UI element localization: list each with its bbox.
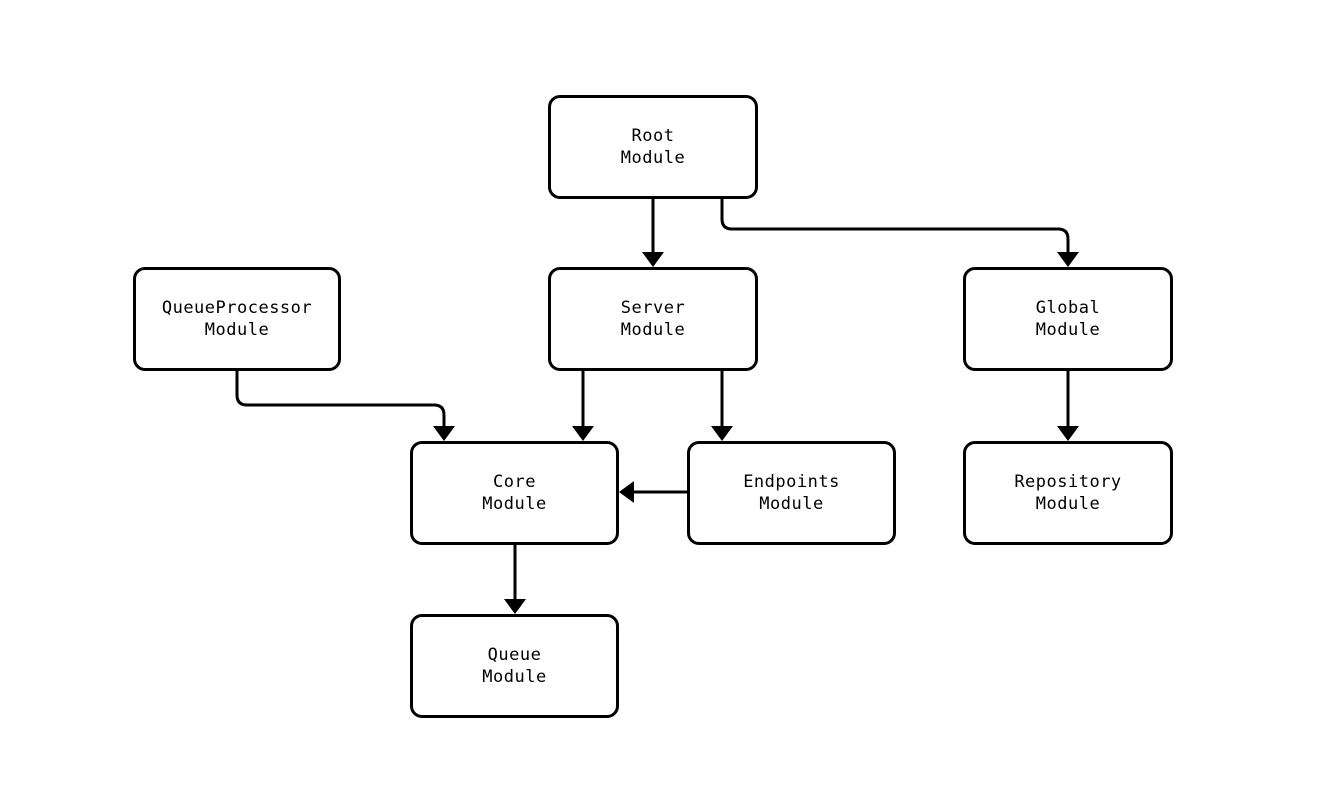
arrowhead-icon [433, 426, 455, 441]
node-label-secondary: Module [482, 667, 547, 687]
node-label-primary: Repository [1014, 472, 1122, 492]
edge-line [720, 199, 1070, 261]
node-label-secondary: Module [620, 148, 686, 168]
node-label-primary: Global [1035, 298, 1101, 318]
edge-server-to-core [572, 371, 594, 441]
node-label-primary: Server [620, 298, 686, 318]
arrowhead-icon [711, 426, 733, 441]
node-label-secondary: Module [759, 494, 824, 514]
edge-line [235, 371, 446, 435]
arrowhead-icon [642, 252, 664, 267]
node-label-secondary: Module [620, 320, 686, 340]
edge-global-to-repository [1057, 371, 1079, 441]
arrowhead-icon [504, 599, 526, 614]
node-label-primary: Core [493, 472, 536, 492]
edge-server-to-endpoints [711, 371, 733, 441]
edge-root-to-global [720, 199, 1079, 267]
node-label-secondary: Module [204, 320, 270, 340]
edge-core-to-queue [504, 545, 526, 614]
node-label-primary: Root [631, 126, 675, 146]
node-label-primary: Endpoints [743, 472, 840, 492]
edge-queueprocessor-to-core [235, 371, 455, 441]
arrowhead-icon [1057, 426, 1079, 441]
node-label-secondary: Module [482, 494, 547, 514]
node-label-primary: Queue [487, 645, 542, 665]
arrowhead-icon [572, 426, 594, 441]
arrowhead-icon [619, 481, 634, 503]
node-label-primary: QueueProcessor [161, 298, 313, 318]
node-label-secondary: Module [1035, 494, 1101, 514]
node-label-secondary: Module [1035, 320, 1101, 340]
edge-endpoints-to-core [619, 481, 687, 503]
edge-root-to-server [642, 199, 664, 267]
arrowhead-icon [1057, 252, 1079, 267]
